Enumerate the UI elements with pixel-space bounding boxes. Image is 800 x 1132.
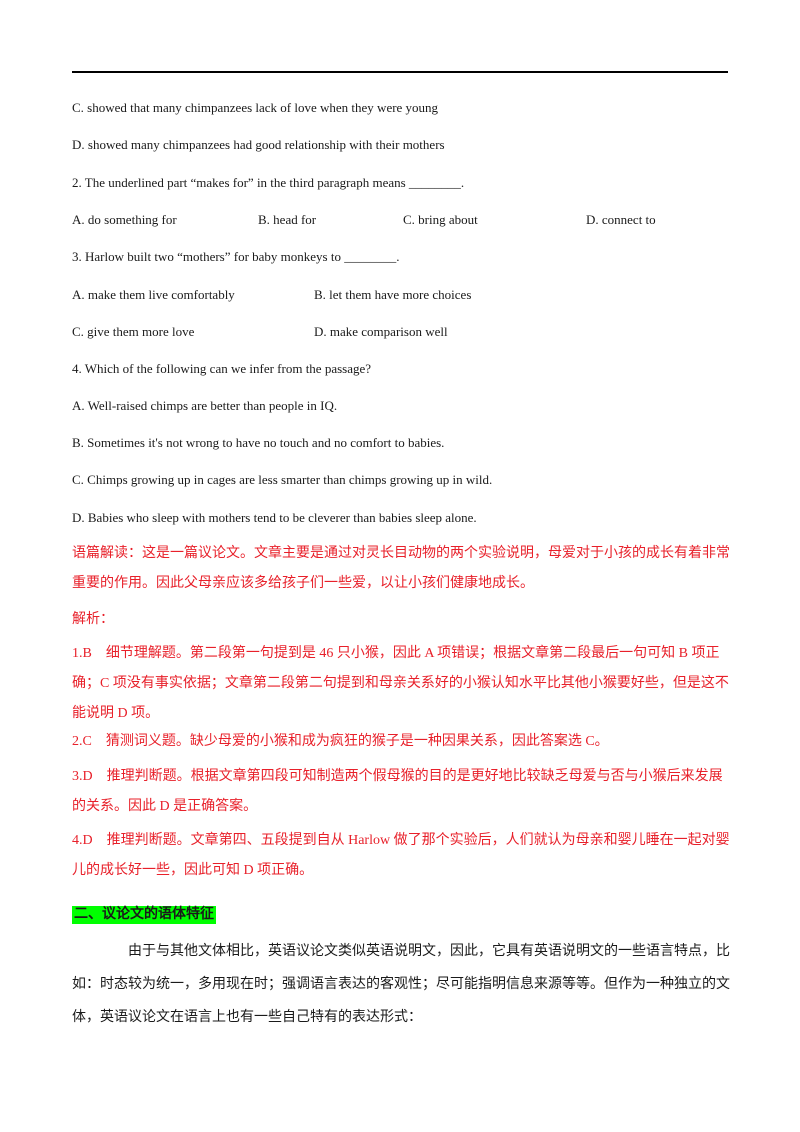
option-1c: C. showed that many chimpanzees lack of …: [72, 100, 439, 115]
passage-summary: 语篇解读：这是一篇议论文。文章主要是通过对灵长目动物的两个实验说明，母爱对于小孩…: [72, 546, 730, 591]
question-4: 4. Which of the following can we infer f…: [72, 361, 372, 376]
answer-1: 1.B 细节理解题。第二段第一句提到是 46 只小猴，因此 A 项错误；根据文章…: [72, 646, 729, 721]
option-2c: C. bring about: [403, 212, 478, 227]
section-heading: 二、议论文的语体特征: [72, 906, 216, 924]
option-4d: D. Babies who sleep with mothers tend to…: [72, 510, 477, 525]
question-3: 3. Harlow built two “mothers” for baby m…: [72, 249, 400, 264]
analysis-label: 解析：: [72, 612, 114, 627]
answer-2: 2.C 猜测词义题。缺少母爱的小猴和成为疯狂的猴子是一种因果关系，因此答案选 C…: [72, 734, 609, 749]
option-2a: A. do something for: [72, 212, 177, 227]
option-3c: C. give them more love: [72, 324, 195, 339]
option-3d: D. make comparison well: [314, 324, 448, 339]
option-4a: A. Well-raised chimps are better than pe…: [72, 398, 338, 413]
option-2d: D. connect to: [586, 212, 656, 227]
question-2: 2. The underlined part “makes for” in th…: [72, 175, 465, 190]
header-rule: [72, 71, 728, 73]
answer-4: 4.D 推理判断题。文章第四、五段提到自从 Harlow 做了那个实验后，人们就…: [72, 833, 730, 878]
option-1d: D. showed many chimpanzees had good rela…: [72, 137, 445, 152]
option-4c: C. Chimps growing up in cages are less s…: [72, 472, 493, 487]
option-4b: B. Sometimes it's not wrong to have no t…: [72, 435, 445, 450]
answer-3: 3.D 推理判断题。根据文章第四段可知制造两个假母猴的目的是更好地比较缺乏母爱与…: [72, 769, 723, 814]
section-body: 由于与其他文体相比，英语议论文类似英语说明文，因此，它具有英语说明文的一些语言特…: [72, 944, 730, 1025]
option-2b: B. head for: [258, 212, 317, 227]
option-3b: B. let them have more choices: [314, 287, 472, 302]
option-3a: A. make them live comfortably: [72, 287, 235, 302]
